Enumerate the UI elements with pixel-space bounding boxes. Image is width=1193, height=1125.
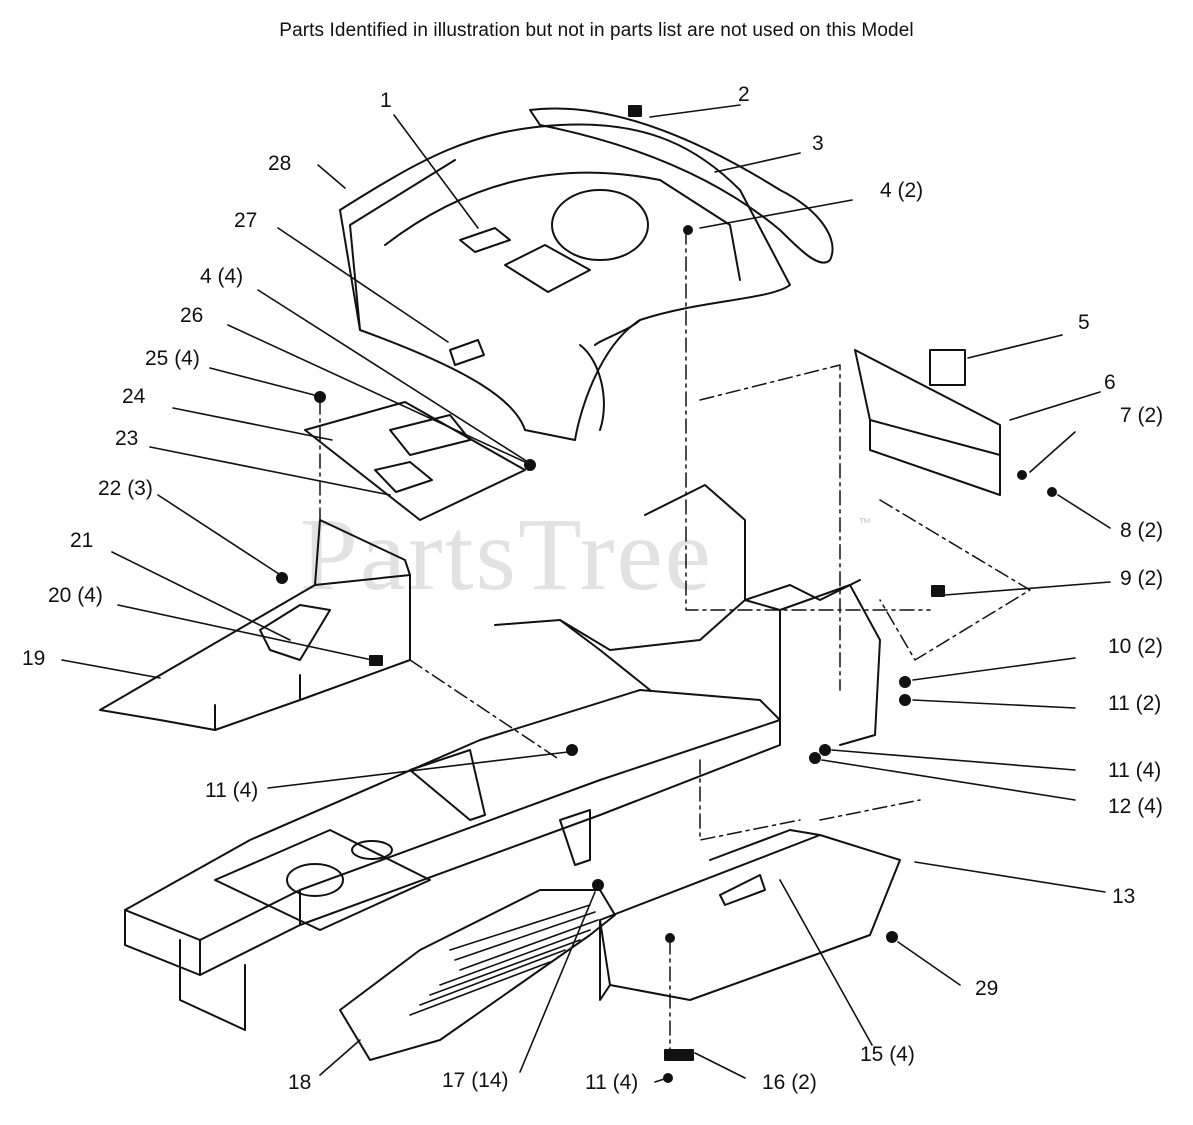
left-floor-panel-part xyxy=(99,519,411,731)
hood-trim-part xyxy=(529,107,834,264)
callout-6: 6 xyxy=(1104,371,1116,394)
dash-panel-part xyxy=(304,401,526,521)
callout-7: 7 (2) xyxy=(1120,404,1164,427)
callout-4-2: 4 (2) xyxy=(880,179,924,202)
callout-3: 3 xyxy=(812,132,824,155)
callout-leaders xyxy=(61,104,1111,1083)
callout-20: 20 (4) xyxy=(48,584,103,607)
callout-11-2: 11 (2) xyxy=(1108,692,1162,715)
fasteners xyxy=(276,105,1057,1083)
callout-2: 2 xyxy=(738,83,750,106)
main-frame-part xyxy=(124,484,881,1031)
callout-10: 10 (2) xyxy=(1108,635,1163,658)
callout-5: 5 xyxy=(1078,311,1090,334)
callout-11-4-right: 11 (4) xyxy=(1108,759,1162,782)
callout-27: 27 xyxy=(234,209,258,232)
hood-part xyxy=(339,123,791,441)
bracket-plate-part xyxy=(854,349,1001,496)
callout-19: 19 xyxy=(22,647,46,670)
callout-29: 29 xyxy=(975,977,999,1000)
callout-11-4-bottom: 11 (4) xyxy=(585,1071,639,1094)
callout-16: 16 (2) xyxy=(762,1071,817,1094)
callout-11-4-left: 11 (4) xyxy=(205,779,259,802)
callout-17: 17 (14) xyxy=(442,1069,509,1092)
callout-28: 28 xyxy=(268,152,292,175)
callout-24: 24 xyxy=(122,385,146,408)
callout-12: 12 (4) xyxy=(1108,795,1163,818)
right-floor-panel-part xyxy=(599,829,901,1001)
assembly-lines xyxy=(319,229,1031,1051)
callout-25: 25 (4) xyxy=(145,347,200,370)
callout-21: 21 xyxy=(70,529,94,552)
callout-22: 22 (3) xyxy=(98,477,153,500)
callout-4-4: 4 (4) xyxy=(200,265,244,288)
callout-1: 1 xyxy=(380,89,392,112)
callout-8: 8 (2) xyxy=(1120,519,1164,542)
step-mat-part xyxy=(339,889,616,1061)
callout-18: 18 xyxy=(288,1071,312,1094)
watermark-trademark: ™ xyxy=(858,515,871,530)
callout-13: 13 xyxy=(1112,885,1136,908)
diagram-header-note: Parts Identified in illustration but not… xyxy=(279,20,914,41)
callout-26: 26 xyxy=(180,304,204,327)
callout-15: 15 (4) xyxy=(860,1043,915,1066)
callout-23: 23 xyxy=(115,427,139,450)
callout-9: 9 (2) xyxy=(1120,567,1164,590)
